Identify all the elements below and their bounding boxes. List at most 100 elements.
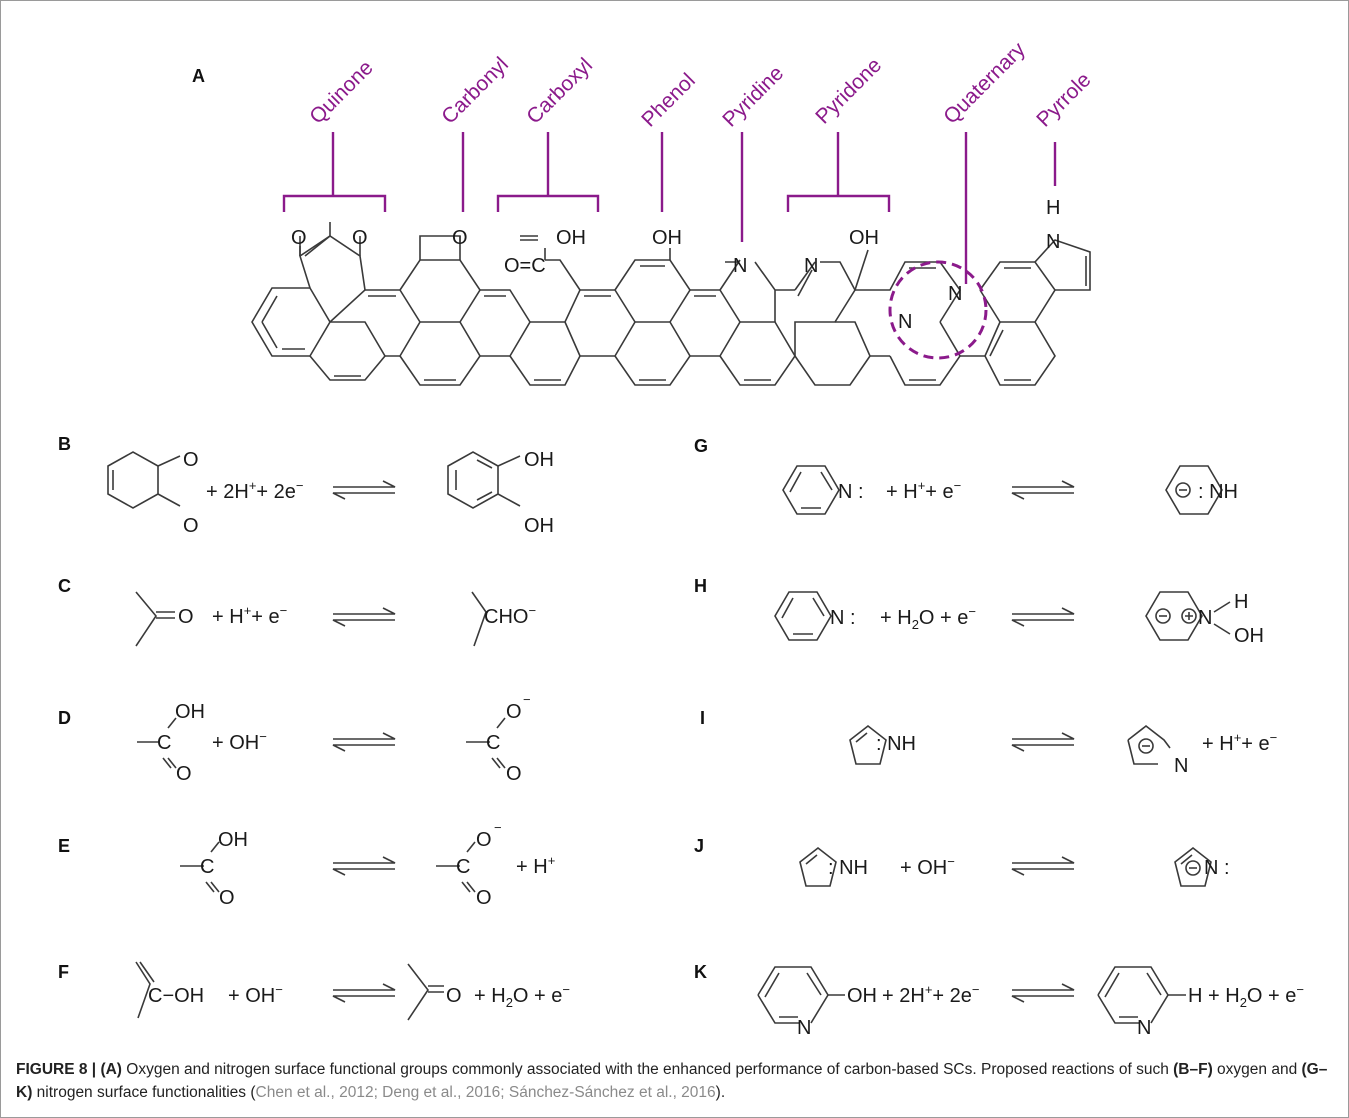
svg-text:+ H++ e−: + H++ e− [886, 478, 961, 503]
graphene-sheet [251, 222, 1091, 386]
svg-text:+ H++ e−: + H++ e− [212, 603, 287, 628]
label-G: G [694, 436, 708, 456]
atom-o: O [183, 515, 199, 537]
atom-o: O [291, 227, 307, 249]
atom-o: O [476, 829, 492, 851]
group-labels: Quinone Carbonyl Carboxyl Phenol Pyridin… [305, 38, 1095, 132]
equilibrium-arrow [332, 856, 396, 876]
atom-n: N [1198, 607, 1212, 629]
caption-citation[interactable]: Chen et al., 2012; Deng et al., 2016; Sá… [255, 1084, 716, 1101]
atom-oh: OH [652, 227, 682, 249]
label-K: K [694, 962, 707, 982]
atom-n: N [797, 1017, 811, 1039]
equilibrium-arrow [332, 983, 396, 1003]
label-E: E [58, 836, 70, 856]
svg-text:+ H++ e−: + H++ e− [1202, 730, 1277, 755]
atom-oh: OH [849, 227, 879, 249]
label-carboxyl: Carboxyl [522, 54, 597, 129]
equilibrium-arrow [332, 607, 396, 627]
nh: : NH [876, 733, 916, 755]
atom-oh: OH [524, 449, 554, 471]
atom-n: N [804, 255, 818, 277]
label-C: C [58, 576, 71, 596]
pyridine-n: N : [830, 607, 856, 629]
svg-text:+ H2O + e−: + H2O + e− [474, 982, 570, 1010]
atom-o: O [178, 606, 194, 628]
atom-n: N [898, 311, 912, 333]
reaction-E: E C OH O C O − O + H+ [58, 820, 555, 909]
atom-o: O [352, 227, 368, 249]
label-pyridone: Pyridone [811, 54, 886, 129]
pyridine-n: N : [838, 481, 864, 503]
caption-text: oxygen and [1212, 1061, 1302, 1078]
atom-oh: OH [556, 227, 586, 249]
label-pyridine: Pyridine [718, 62, 788, 132]
atom-oh: OH [524, 515, 554, 537]
caption-ref: (B–F) [1173, 1061, 1213, 1078]
atom-o: O [506, 701, 522, 723]
label-phenol: Phenol [637, 69, 700, 132]
label-H: H [694, 576, 707, 596]
reaction-F: F C−OH + OH− O + H2O + e− [58, 961, 570, 1021]
svg-text:+ 2H++ 2e−: + 2H++ 2e− [206, 478, 303, 503]
label-D: D [58, 708, 71, 728]
svg-text:C: C [200, 856, 214, 878]
svg-text:+ OH−: + OH− [228, 982, 283, 1007]
svg-text:+ OH−: + OH− [900, 854, 955, 879]
sheet-atoms: O O O O=C OH OH N N OH N N H N [291, 197, 1060, 333]
svg-text:C: C [456, 856, 470, 878]
svg-text:H + H2O + e−: H + H2O + e− [1188, 982, 1304, 1010]
nh: : NH [828, 857, 868, 879]
atom-n: N [1046, 231, 1060, 253]
atom-o: O [452, 227, 468, 249]
equilibrium-arrow [1011, 607, 1075, 627]
label-quaternary: Quaternary [939, 38, 1030, 129]
svg-text:+ 2H++ 2e−: + 2H++ 2e− [882, 982, 979, 1007]
equilibrium-arrow [1011, 856, 1075, 876]
label-B: B [58, 434, 71, 454]
caption-text: nitrogen surface functionalities ( [32, 1084, 256, 1101]
svg-text:C: C [157, 732, 171, 754]
svg-text:+ H+: + H+ [516, 853, 555, 878]
reaction-H: H N : + H2O + e− N H OH [694, 576, 1264, 647]
atom-n: N [1174, 755, 1188, 777]
atom-n: N [948, 283, 962, 305]
caption-figure-number: FIGURE 8 | [16, 1061, 101, 1078]
svg-text:+ H2O + e−: + H2O + e− [880, 604, 976, 632]
label-carbonyl: Carbonyl [437, 53, 513, 129]
equilibrium-arrow [332, 480, 396, 500]
equilibrium-arrow [1011, 480, 1075, 500]
label-quinone: Quinone [305, 56, 377, 128]
atom-o-eq-c: O=C [504, 255, 546, 277]
group-markers [282, 132, 1057, 284]
caption-ref: (G–K) [16, 1061, 1328, 1101]
quaternary-highlight [888, 260, 988, 360]
atom-o: O [506, 763, 522, 785]
reaction-D: D C OH O + OH− C O − O [58, 692, 531, 785]
equilibrium-arrows [332, 480, 1075, 1003]
pyrrole-n: N : [1204, 857, 1230, 879]
atom-oh: OH [175, 701, 205, 723]
charge: − [523, 692, 531, 707]
caption-ref: (A) [100, 1061, 122, 1078]
reaction-J: J : NH + OH− N : [694, 836, 1230, 887]
reaction-B: B O O + 2H++ 2e− OH OH [58, 434, 554, 537]
label-J: J [694, 836, 704, 856]
charge: − [494, 820, 502, 835]
atom-o: O [219, 887, 235, 909]
label-I: I [700, 708, 705, 728]
atom-o: O [476, 887, 492, 909]
reaction-G: G N : + H++ e− : NH [694, 436, 1238, 515]
label-pyrrole: Pyrrole [1032, 68, 1095, 131]
atom-o: O [183, 449, 199, 471]
svg-text:+ OH−: + OH− [212, 729, 267, 754]
equilibrium-arrow [1011, 732, 1075, 752]
atom-o: O [176, 763, 192, 785]
equilibrium-arrow [1011, 983, 1075, 1003]
atom-oh: OH [218, 829, 248, 851]
atom-oh: OH [1234, 625, 1264, 647]
caption-text: Oxygen and nitrogen surface functional g… [121, 1061, 1174, 1078]
svg-text:CHO−: CHO− [484, 603, 536, 628]
